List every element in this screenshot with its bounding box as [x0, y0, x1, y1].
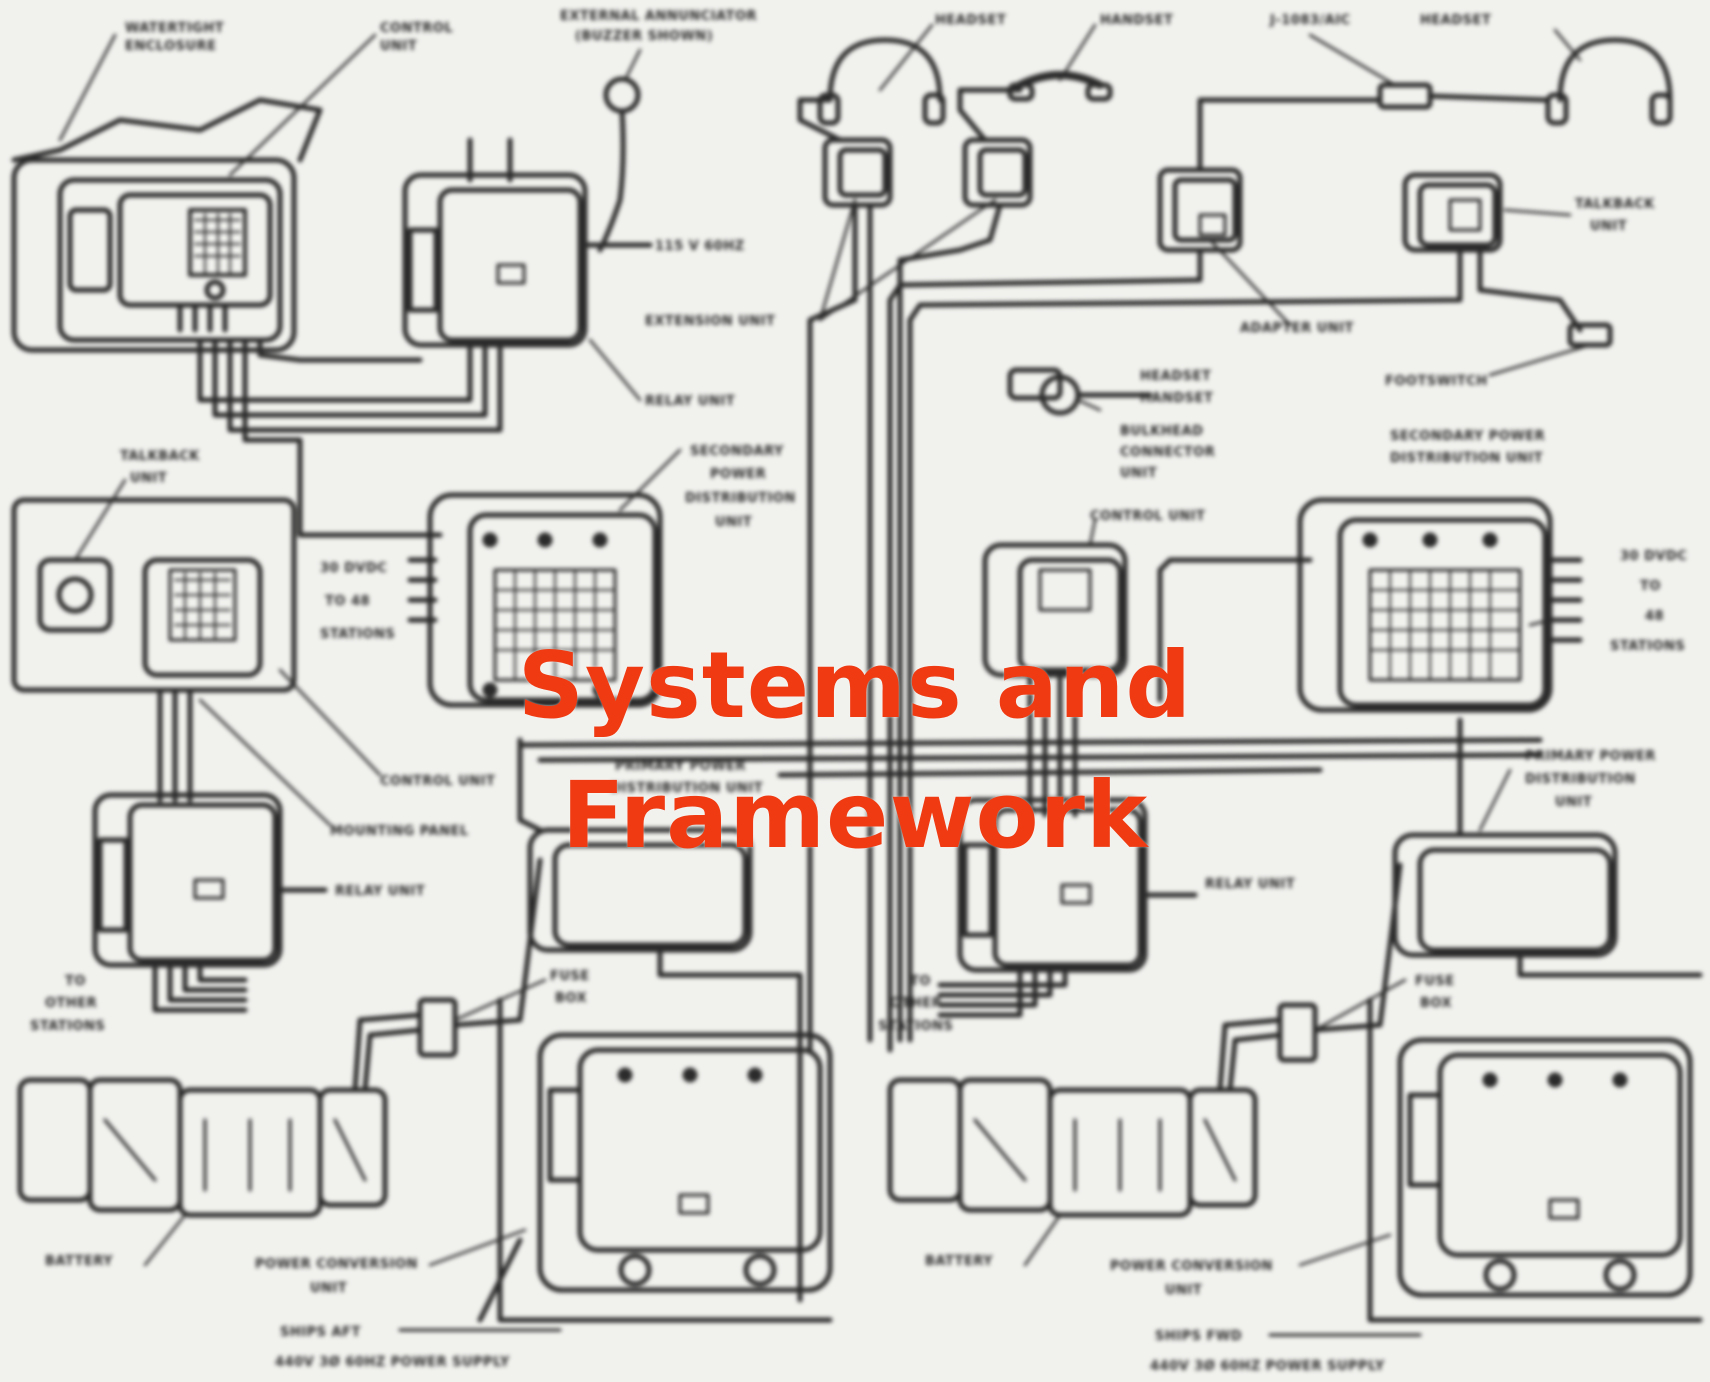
- label-control-unit-left: CONTROL UNIT: [380, 774, 495, 789]
- label-vdc-right-4: STATIONS: [1610, 639, 1685, 654]
- watertight-enclosure: [11, 97, 323, 353]
- label-ships-aft-2: 440V 3Ø 60HZ POWER SUPPLY: [275, 1355, 510, 1370]
- label-secondary-right-2: DISTRIBUTION UNIT: [1390, 451, 1543, 466]
- label-watertight-2: ENCLOSURE: [125, 39, 216, 54]
- secondary-power-left: [407, 492, 663, 708]
- label-battery-right: BATTERY: [925, 1254, 993, 1269]
- label-fuse-left-2: BOX: [555, 991, 587, 1006]
- label-secondary-left-1: SECONDARY: [690, 444, 784, 459]
- label-jbox: J-1083/AIC: [1269, 13, 1351, 28]
- power-conversion-right: [1367, 997, 1703, 1323]
- label-bulkhead-3: UNIT: [1120, 466, 1157, 481]
- battery-right: [887, 1077, 1258, 1218]
- battery-left: [17, 1077, 388, 1218]
- diagram-labels: WATERTIGHT ENCLOSURE CONTROL UNIT EXTERN…: [30, 9, 1687, 1374]
- label-handset: HANDSET: [1100, 13, 1173, 28]
- label-pcu-left-1: POWER CONVERSION: [255, 1257, 418, 1272]
- label-other-right-3: STATIONS: [878, 1019, 953, 1034]
- secondary-power-right: [1157, 497, 1583, 713]
- label-fuse-right-2: BOX: [1420, 996, 1452, 1011]
- label-extension-unit: EXTENSION UNIT: [645, 314, 775, 329]
- primary-power-left: [517, 737, 803, 1303]
- label-control-unit-mid: CONTROL UNIT: [1090, 509, 1205, 524]
- label-fuse-left-1: FUSE: [550, 969, 590, 984]
- label-115v: 115 V 60HZ: [655, 239, 745, 254]
- label-bulkhead-2: CONNECTOR: [1120, 445, 1215, 460]
- label-watertight-1: WATERTIGHT: [125, 21, 224, 36]
- label-pcu-right-1: POWER CONVERSION: [1110, 1259, 1273, 1274]
- label-primary-left-1: PRIMARY POWER: [615, 759, 746, 774]
- label-talkback-left-1: TALKBACK: [120, 449, 200, 464]
- relay-unit-top: [402, 137, 653, 348]
- label-control-unit-top-2: UNIT: [380, 39, 417, 54]
- label-fuse-right-1: FUSE: [1415, 974, 1455, 989]
- label-primary-right-1: PRIMARY POWER: [1525, 749, 1656, 764]
- label-talkback-left-2: UNIT: [130, 471, 167, 486]
- label-vdc-right-2: TO: [1640, 579, 1661, 594]
- label-talkback-right-1: TALKBACK: [1575, 197, 1655, 212]
- label-other-left-2: OTHER: [45, 996, 97, 1011]
- label-vdc-left-2: TO 48: [325, 594, 370, 609]
- label-pcu-right-2: UNIT: [1165, 1283, 1202, 1298]
- label-primary-right-3: UNIT: [1555, 795, 1592, 810]
- label-headset-handset-2: HANDSET: [1140, 391, 1213, 406]
- label-vdc-left-1: 30 DVDC: [320, 561, 387, 576]
- label-other-right-1: TO: [910, 974, 931, 989]
- label-headset-1: HEADSET: [935, 13, 1006, 28]
- label-talkback-right-2: UNIT: [1590, 219, 1627, 234]
- label-ships-fwd-2: 440V 3Ø 60HZ POWER SUPPLY: [1150, 1359, 1385, 1374]
- label-relay-unit-left: RELAY UNIT: [335, 884, 425, 899]
- label-vdc-right-3: 48: [1645, 609, 1664, 624]
- label-headset-handset-1: HEADSET: [1140, 369, 1211, 384]
- label-other-left-3: STATIONS: [30, 1019, 105, 1034]
- label-vdc-right-1: 30 DVDC: [1620, 549, 1687, 564]
- label-bulkhead-1: BULKHEAD: [1120, 424, 1203, 439]
- label-footswitch: FOOTSWITCH: [1385, 374, 1488, 389]
- label-ext-annunciator-2: (BUZZER SHOWN): [575, 29, 713, 44]
- label-relay-unit-top: RELAY UNIT: [645, 394, 735, 409]
- label-primary-left-2: DISTRIBUTION UNIT: [610, 781, 763, 796]
- label-battery-left: BATTERY: [45, 1254, 113, 1269]
- label-mounting-panel: MOUNTING PANEL: [330, 824, 469, 839]
- label-secondary-left-2: POWER: [710, 467, 766, 482]
- power-conversion-left: [477, 997, 833, 1323]
- label-secondary-left-3: DISTRIBUTION: [685, 491, 796, 506]
- label-pcu-left-2: UNIT: [310, 1281, 347, 1296]
- relay-unit-right: [937, 797, 1198, 1018]
- label-other-left-1: TO: [65, 974, 86, 989]
- label-ships-fwd-1: SHIPS FWD: [1155, 1329, 1242, 1344]
- relay-unit-left: [92, 792, 328, 1013]
- label-adapter-unit: ADAPTER UNIT: [1240, 321, 1354, 336]
- label-ships-aft-1: SHIPS AFT: [280, 1325, 361, 1340]
- slide-title-line-1: Systems and: [517, 632, 1193, 739]
- label-ext-annunciator-1: EXTERNAL ANNUNCIATOR: [560, 9, 757, 24]
- label-other-right-2: OTHER: [890, 996, 942, 1011]
- label-headset-2: HEADSET: [1420, 13, 1491, 28]
- label-vdc-left-3: STATIONS: [320, 627, 395, 642]
- slide-title-line-2: Framework: [561, 762, 1149, 869]
- label-control-unit-top-1: CONTROL: [380, 21, 453, 36]
- label-primary-right-2: DISTRIBUTION: [1525, 772, 1636, 787]
- label-secondary-right-1: SECONDARY POWER: [1390, 429, 1545, 444]
- label-secondary-left-4: UNIT: [715, 515, 752, 530]
- label-relay-unit-right: RELAY UNIT: [1205, 877, 1295, 892]
